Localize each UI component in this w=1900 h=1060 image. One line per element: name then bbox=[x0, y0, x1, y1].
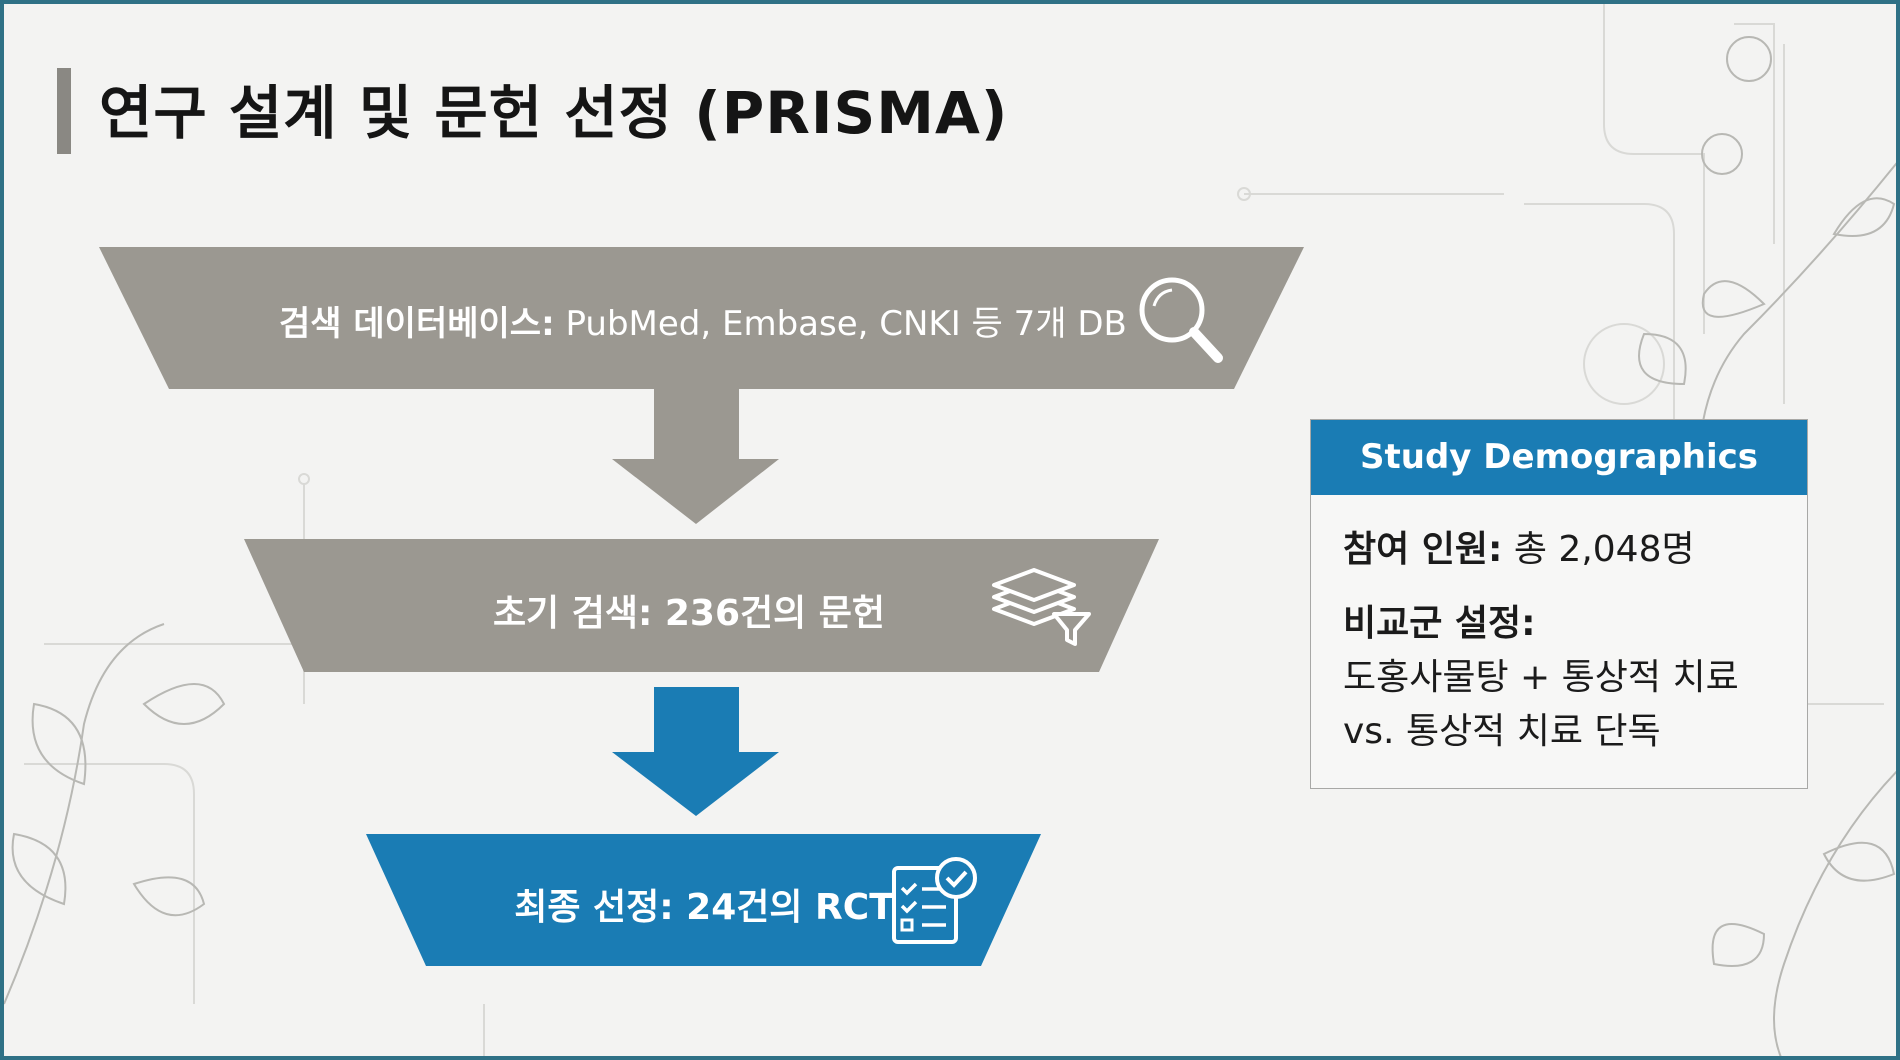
arrow-1 bbox=[612, 389, 779, 524]
prisma-flow-diagram bbox=[99, 247, 1304, 966]
checklist-icon bbox=[892, 857, 977, 944]
participants-label: 참여 인원: bbox=[1343, 529, 1503, 570]
stage-3-shape bbox=[366, 834, 1041, 966]
arrow-2 bbox=[612, 687, 779, 816]
demographics-body: 참여 인원: 총 2,048명 비교군 설정: 도홍사물탕 + 통상적 치료 v… bbox=[1311, 495, 1807, 759]
comparison-label: 비교군 설정: bbox=[1343, 603, 1536, 644]
stage-1-text: 검색 데이터베이스: PubMed, Embase, CNKI 등 7개 DB bbox=[279, 296, 1127, 345]
participants-value: 총 2,048명 bbox=[1502, 529, 1695, 570]
magnifier-icon bbox=[1139, 277, 1223, 363]
stage-1-label: 검색 데이터베이스: bbox=[279, 304, 555, 344]
stacked-documents-filter-icon bbox=[992, 568, 1091, 646]
stage-1-detail: PubMed, Embase, CNKI 등 7개 DB bbox=[554, 304, 1127, 344]
comparison-line-2: vs. 통상적 치료 단독 bbox=[1343, 711, 1661, 752]
comparison-line-1: 도홍사물탕 + 통상적 치료 bbox=[1343, 657, 1739, 698]
demographics-header: Study Demographics bbox=[1311, 420, 1807, 495]
page-title: 연구 설계 및 문헌 선정 (PRISMA) bbox=[99, 79, 1009, 147]
participants-line: 참여 인원: 총 2,048명 bbox=[1343, 523, 1775, 577]
stage-2-text: 초기 검색: 236건의 문헌 bbox=[492, 593, 886, 634]
title-accent-bar bbox=[57, 68, 71, 154]
study-demographics-card: Study Demographics 참여 인원: 총 2,048명 비교군 설… bbox=[1310, 419, 1808, 789]
stage-1-shape bbox=[99, 247, 1304, 389]
stage-3-text: 최종 선정: 24건의 RCT bbox=[514, 887, 894, 928]
stage-2-shape bbox=[244, 539, 1159, 672]
